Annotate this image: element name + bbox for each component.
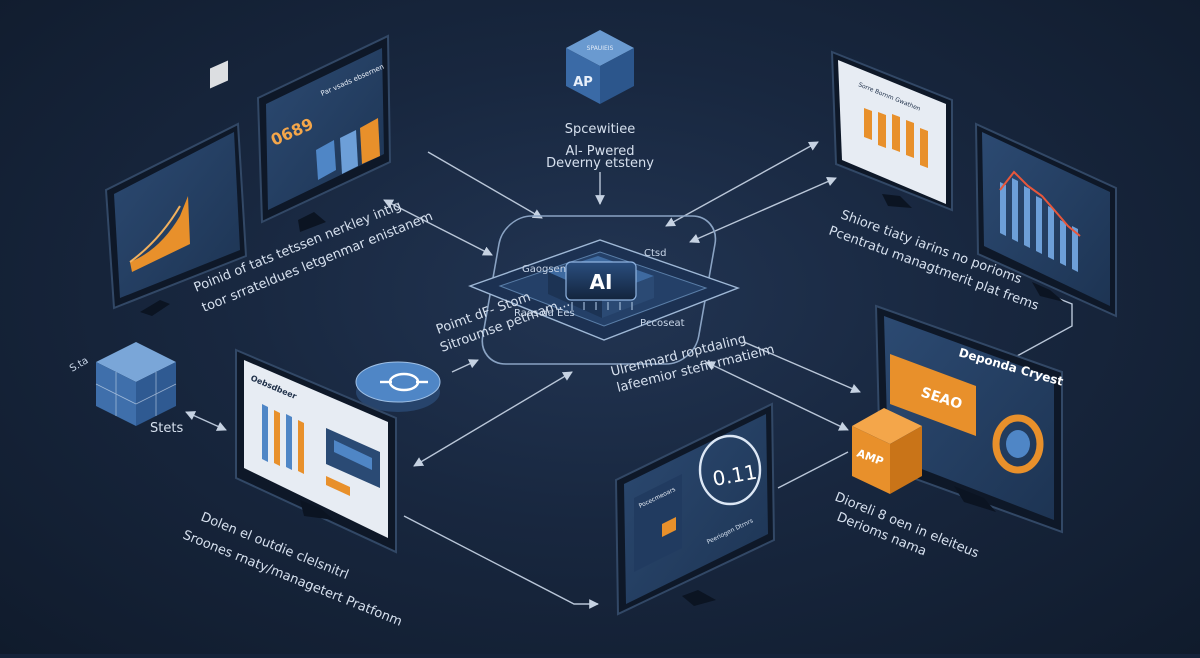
arrow-hub-to-right-monitor bbox=[689, 177, 837, 243]
arrow-cube-to-monitor bbox=[185, 411, 227, 431]
arrow-top-left-to-hub bbox=[427, 151, 543, 219]
connectors bbox=[185, 141, 1073, 609]
left-cube-side-label: S.ta bbox=[68, 355, 90, 374]
top-cube-top-text: SPAUIEIS bbox=[587, 45, 614, 52]
right-chart-bars bbox=[1000, 178, 1078, 272]
top-cube-face-text: AP bbox=[573, 75, 593, 90]
monitor-right-chart[interactable] bbox=[974, 122, 1117, 318]
line-center-to-right bbox=[777, 451, 849, 489]
monitor-bottom-center[interactable]: 0.11 Pocecmeoars Peeriogen Dtrnrs bbox=[614, 402, 776, 616]
line-bottom-left-to-center bbox=[403, 515, 599, 609]
left-cube[interactable]: S.ta Stets bbox=[68, 342, 183, 436]
arrow-hub-to-bottom-left bbox=[413, 371, 573, 467]
arrow-pill-to-hub bbox=[451, 359, 479, 373]
ai-chip[interactable]: AI bbox=[548, 256, 654, 318]
amp-box[interactable]: AMP bbox=[852, 408, 922, 494]
hub-tag-bottom-right: Pccoseat bbox=[640, 318, 685, 329]
top-cube-title-line1: Al- Pwered bbox=[565, 144, 634, 159]
arrow-left-monitor-to-hub bbox=[383, 199, 493, 256]
top-cube-title-line2: Deverny etsteny bbox=[546, 156, 654, 171]
ai-chip-label: AI bbox=[590, 270, 613, 294]
monitor-top-left-small[interactable] bbox=[104, 60, 248, 316]
monitor-bottom-left[interactable]: Oebsdbeer bbox=[235, 348, 397, 554]
hub-tag-top-right: Ctsd bbox=[644, 248, 666, 259]
monitor-top-left[interactable]: Par vsads ebsernen 0689 bbox=[256, 34, 392, 232]
left-cube-label: Stets bbox=[150, 421, 183, 436]
arrow-hub-to-top-right bbox=[665, 141, 819, 227]
monitor-bottom-right[interactable]: Deponda Cryest SEAO bbox=[874, 304, 1065, 534]
pill-node[interactable]: Poimt dF- Stom Sitroumse petmam... bbox=[355, 290, 572, 412]
gauge-ring bbox=[698, 434, 762, 506]
bottom-left-caption-line2: Sroones rnaty/managetert Pratfonm bbox=[181, 528, 405, 630]
monitor-top-right[interactable]: Sorre Bornm Gwathen bbox=[830, 50, 953, 212]
line-right-up bbox=[1005, 295, 1073, 363]
top-cube-label: Spcewitiee bbox=[565, 122, 636, 137]
top-right-bars bbox=[864, 108, 928, 168]
hub-tag-top-left: Gaogsen bbox=[522, 264, 566, 275]
hub-tag-bottom-left: Raos da Ees bbox=[514, 308, 575, 319]
bottom-right-donut bbox=[992, 414, 1044, 474]
right-chart-trend bbox=[999, 170, 1081, 237]
arrow-hub-to-bottom-right bbox=[705, 361, 849, 431]
bottom-left-bars bbox=[262, 404, 304, 474]
top-cube[interactable]: SPAUIEIS AP Spcewitiee Al- Pwered Devern… bbox=[546, 30, 654, 171]
arrow-hub-to-amp bbox=[743, 341, 861, 394]
